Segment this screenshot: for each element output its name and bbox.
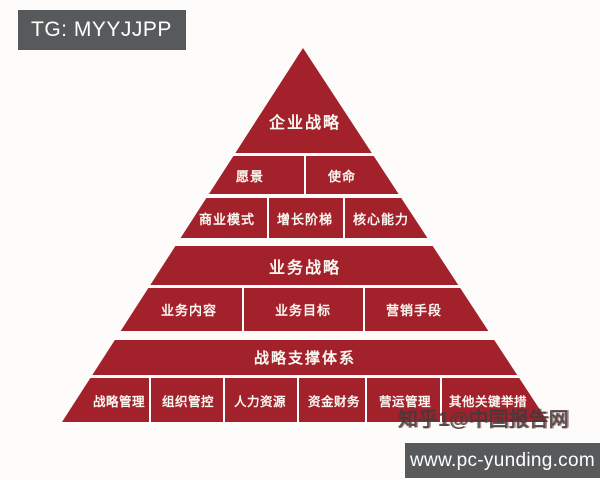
tier-enterprise-title-band: 企业战略 [62, 48, 548, 153]
tier-support-title-band: 战略支撑体系 [62, 340, 548, 375]
cell-core-capability: 核心能力 [352, 211, 409, 227]
cell-operations-management: 营运管理 [378, 394, 431, 409]
cell-strategy-management: 战略管理 [92, 394, 145, 409]
cell-organization-control: 组织管控 [161, 394, 214, 409]
row-support-functions: 战略管理 组织管控 人力资源 资金财务 营运管理 其他关键举措 [62, 378, 548, 422]
cell-other-key-measures: 其他关键举措 [448, 394, 527, 409]
cell-divider [365, 378, 367, 422]
cell-business-model: 商业模式 [198, 211, 255, 227]
cell-divider [440, 378, 442, 422]
cell-divider [242, 288, 244, 331]
tier-title-support-system: 战略支撑体系 [253, 350, 356, 367]
tier-title-enterprise-strategy: 企业战略 [268, 115, 341, 132]
tier-title-business-strategy: 业务战略 [268, 259, 341, 277]
cell-divider [267, 198, 269, 238]
row-model-growth-capability: 商业模式 增长阶梯 核心能力 [62, 198, 548, 238]
cell-business-goal: 业务目标 [274, 303, 331, 318]
cell-divider [304, 156, 306, 194]
tier-business-title-band: 业务战略 [62, 246, 548, 285]
row-vision-mission: 愿景 使命 [62, 156, 548, 194]
cell-marketing-means: 营销手段 [385, 303, 442, 318]
cell-divider [297, 378, 299, 422]
source-watermark: 知乎1@中国报告网 [398, 409, 569, 431]
website-badge: www.pc-yunding.com [405, 443, 600, 478]
cell-vision: 愿景 [235, 168, 264, 184]
cell-divider [343, 198, 345, 238]
cell-funds-finance: 资金财务 [307, 394, 360, 409]
cell-business-content: 业务内容 [160, 303, 217, 318]
cell-growth-ladder: 增长阶梯 [276, 211, 333, 227]
strategy-pyramid: 企业战略 愿景 使命 商业模式 增长阶梯 核心能力 业务战略 业务内容 业务目标… [62, 48, 548, 422]
cell-mission: 使命 [327, 168, 356, 184]
cell-divider [223, 378, 225, 422]
row-content-goal-marketing: 业务内容 业务目标 营销手段 [62, 288, 548, 331]
cell-human-resources: 人力资源 [233, 394, 286, 409]
cell-divider [363, 288, 365, 331]
tg-watermark-badge: TG: MYYJJPP [18, 10, 186, 50]
cell-divider [149, 378, 151, 422]
